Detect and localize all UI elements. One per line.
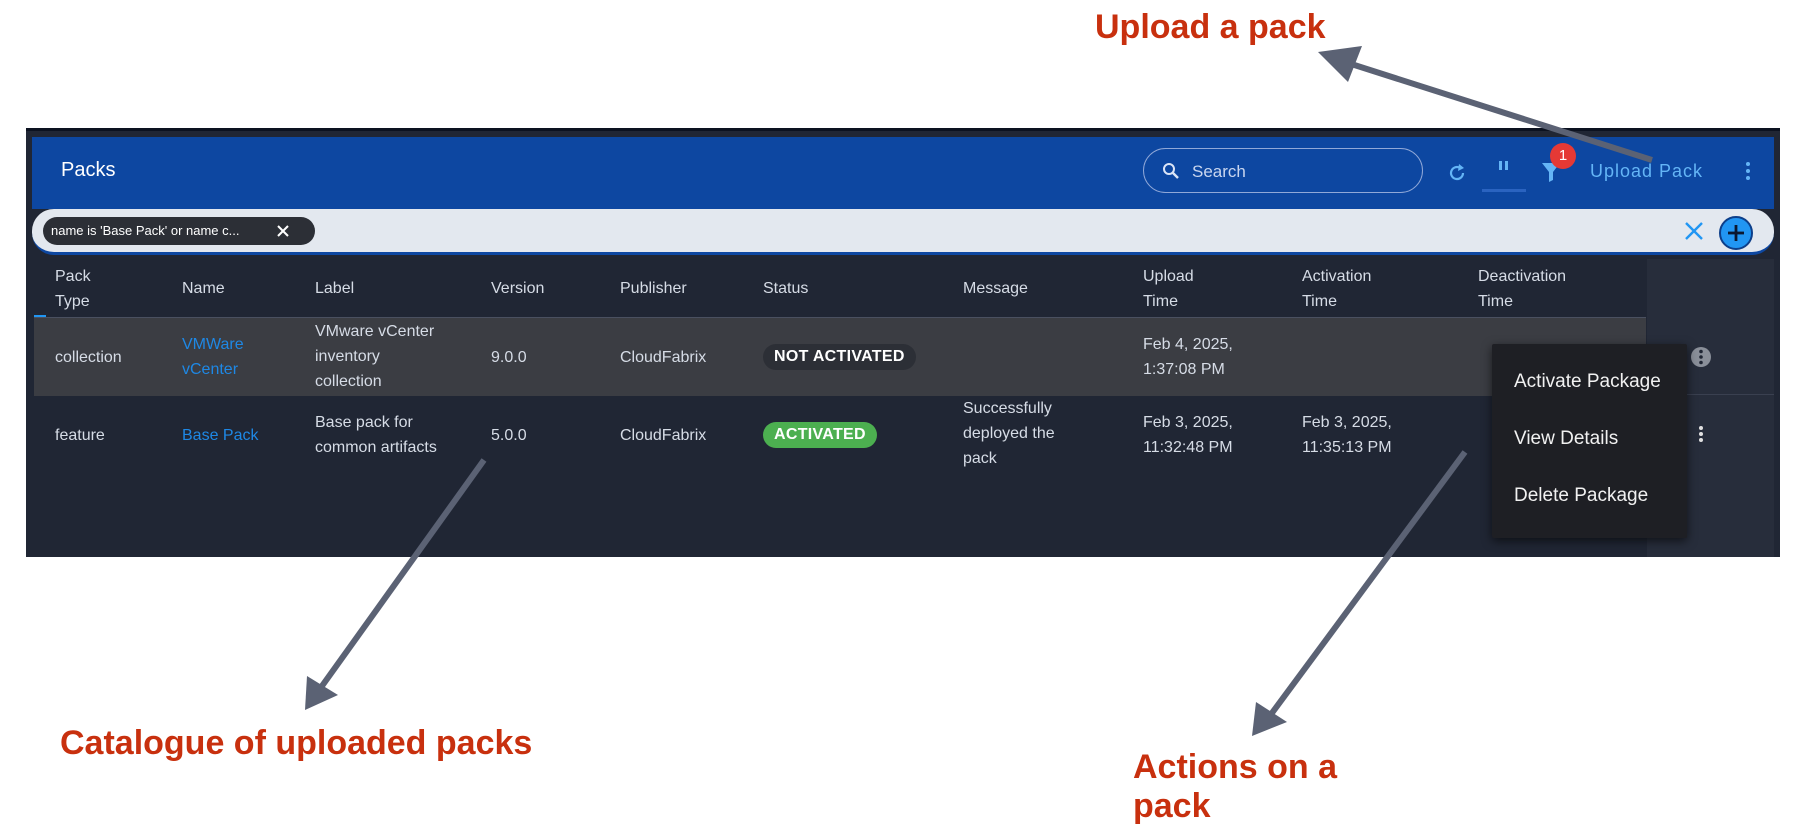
search-input[interactable] <box>1190 160 1394 184</box>
cell-activation-time: Feb 3, 2025, 11:35:13 PM <box>1302 414 1392 456</box>
upload-pack-button[interactable]: Upload Pack <box>1590 161 1704 181</box>
col-activation-time[interactable]: Activation Time <box>1302 268 1372 310</box>
col-upload-time[interactable]: Upload Time <box>1143 268 1194 310</box>
status-badge: ACTIVATED <box>763 422 877 448</box>
packs-panel: Packs 1 Upload Pack <box>26 128 1780 557</box>
menu-activate-package[interactable]: Activate Package <box>1514 371 1661 392</box>
header-divider <box>34 317 1646 318</box>
col-message[interactable]: Message <box>963 280 1028 297</box>
col-version[interactable]: Version <box>491 280 545 297</box>
close-icon[interactable] <box>276 224 290 238</box>
cell-label: Base pack for common artifacts <box>315 414 437 456</box>
filter-icon[interactable] <box>1541 161 1561 183</box>
row-context-menu: Activate Package View Details Delete Pac… <box>1492 344 1687 538</box>
cell-upload-time: Feb 4, 2025, 1:37:08 PM <box>1143 336 1233 378</box>
menu-view-details[interactable]: View Details <box>1514 428 1619 449</box>
arrowhead-upload <box>1318 46 1362 82</box>
col-pack-type[interactable]: Pack Type <box>55 268 91 310</box>
pause-active-indicator <box>1482 189 1526 192</box>
callout-upload-pack: Upload a pack <box>1095 8 1326 46</box>
callout-actions: Actions on a pack <box>1133 748 1338 826</box>
cell-message: Successfully deployed the pack <box>963 400 1055 467</box>
status-badge: NOT ACTIVATED <box>763 344 916 370</box>
cell-label: VMware vCenter inventory collection <box>315 323 435 390</box>
table-row[interactable]: collection VMWare vCenter VMware vCenter… <box>34 318 1646 396</box>
cell-version: 9.0.0 <box>491 349 527 366</box>
row-actions-icon[interactable] <box>1689 345 1713 369</box>
col-status[interactable]: Status <box>763 280 809 297</box>
col-publisher[interactable]: Publisher <box>620 280 687 297</box>
menu-delete-package[interactable]: Delete Package <box>1514 485 1649 506</box>
cell-publisher: CloudFabrix <box>620 349 707 366</box>
cell-name-link[interactable]: Base Pack <box>182 427 259 444</box>
arrowhead-catalogue <box>305 676 338 710</box>
refresh-icon[interactable] <box>1446 162 1468 184</box>
filter-chip[interactable]: name is 'Base Pack' or name c... <box>43 217 315 245</box>
cell-publisher: CloudFabrix <box>620 427 707 444</box>
filter-chip-label: name is 'Base Pack' or name c... <box>51 223 240 238</box>
more-vert-icon[interactable] <box>1697 424 1705 444</box>
cell-pack-type: feature <box>55 427 105 444</box>
col-name[interactable]: Name <box>182 280 225 297</box>
filter-bar: name is 'Base Pack' or name c... <box>32 209 1774 255</box>
col-label[interactable]: Label <box>315 280 355 297</box>
sort-indicator <box>34 315 46 317</box>
search-icon <box>1163 163 1179 179</box>
page-title: Packs <box>61 159 116 181</box>
panel-header: Packs 1 Upload Pack <box>32 137 1774 209</box>
arrowhead-actions <box>1252 702 1287 736</box>
pause-icon[interactable] <box>1497 159 1511 175</box>
filter-count-badge: 1 <box>1550 143 1576 169</box>
cell-version: 5.0.0 <box>491 427 527 444</box>
more-vert-icon[interactable] <box>1744 159 1752 183</box>
callout-catalogue: Catalogue of uploaded packs <box>60 724 533 762</box>
cell-pack-type: collection <box>55 349 122 366</box>
plus-icon <box>1728 225 1744 241</box>
col-deactivation-time[interactable]: Deactivation Time <box>1478 268 1567 310</box>
row-divider <box>1647 394 1774 395</box>
add-filter-button[interactable] <box>1719 216 1753 250</box>
clear-filters-icon[interactable] <box>1684 221 1704 241</box>
cell-name-link[interactable]: VMWare vCenter <box>182 336 244 378</box>
table-row[interactable]: feature Base Pack Base pack for common a… <box>34 396 1646 476</box>
search-box[interactable] <box>1143 148 1423 193</box>
cell-upload-time: Feb 3, 2025, 11:32:48 PM <box>1143 414 1233 456</box>
